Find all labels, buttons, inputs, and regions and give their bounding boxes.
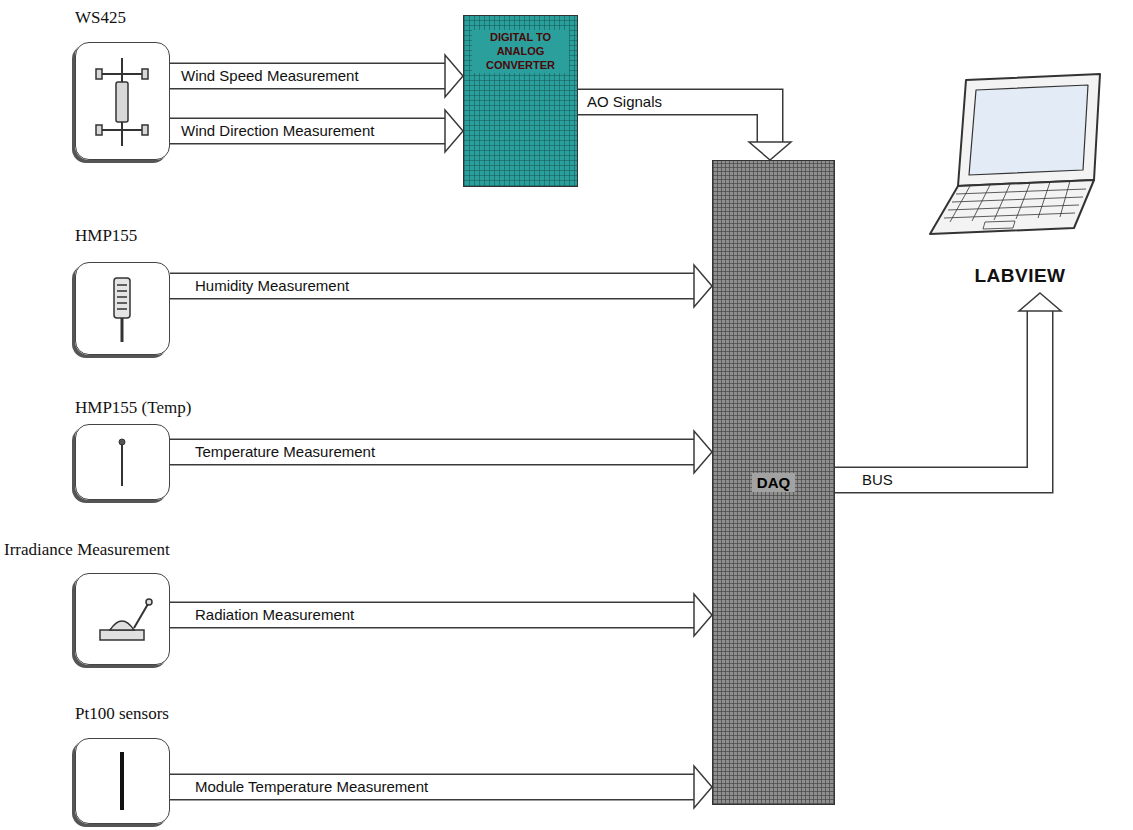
sensor-heading: Pt100 sensors <box>75 704 169 724</box>
pt100-icon <box>122 752 123 810</box>
hollow-arrow <box>835 293 1061 480</box>
hollow-arrow <box>170 594 712 636</box>
sensor-box: Irradiance Measurement <box>4 540 170 665</box>
arrow-outline <box>835 311 1040 480</box>
arrow-outline <box>170 774 694 801</box>
pyranometer-icon <box>100 599 152 640</box>
icon-frame <box>75 738 170 824</box>
arrow-head <box>445 110 463 152</box>
arrow-head <box>445 55 463 97</box>
sensor-box: WS425 <box>75 8 170 160</box>
node-label: LABVIEW <box>974 265 1065 287</box>
sensor-box: Pt100 sensors <box>75 704 170 824</box>
signal-label: Wind Direction Measurement <box>178 122 377 139</box>
sensor-box: HMP155 <box>75 226 170 355</box>
signal-label: Temperature Measurement <box>192 443 378 460</box>
hollow-arrow <box>170 55 463 97</box>
sensor-heading: HMP155 (Temp) <box>75 398 191 418</box>
arrow-head <box>694 594 712 636</box>
daq-box: DAQ <box>712 160 835 805</box>
arrow-head <box>749 142 791 160</box>
signal-label: Module Temperature Measurement <box>192 778 431 795</box>
arrow-outline <box>170 439 694 466</box>
humidity-probe-icon <box>114 278 130 342</box>
signal-label: BUS <box>859 471 896 488</box>
computer-node: LABVIEW <box>930 74 1110 293</box>
arrow-body <box>578 102 770 142</box>
node-label: DIGITAL TO ANALOG CONVERTER <box>472 30 569 73</box>
arrow-body <box>170 64 445 88</box>
arrow-head <box>694 431 712 473</box>
arrow-head <box>694 766 712 808</box>
sensor-heading: WS425 <box>75 8 126 28</box>
sensor-heading: Irradiance Measurement <box>4 540 170 560</box>
arrow-outline <box>578 102 770 142</box>
arrow-body <box>170 274 694 298</box>
arrow-head <box>694 265 712 307</box>
laptop-icon <box>930 74 1100 234</box>
signal-label: Wind Speed Measurement <box>178 67 362 84</box>
icon-frame <box>75 262 170 355</box>
icon-frame <box>75 424 170 500</box>
signal-label: Humidity Measurement <box>192 277 352 294</box>
arrow-body <box>170 119 445 143</box>
signal-label: AO Signals <box>584 93 665 110</box>
arrow-outline <box>170 118 445 145</box>
sensor-box: HMP155 (Temp) <box>75 398 191 500</box>
icon-frame <box>75 42 170 160</box>
sensor-heading: HMP155 <box>75 226 137 246</box>
arrow-body <box>170 440 694 464</box>
converter-box: DIGITAL TO ANALOG CONVERTER <box>463 15 578 187</box>
arrow-outline <box>170 602 694 629</box>
arrow-outline <box>170 273 694 300</box>
arrow-outline <box>170 63 445 90</box>
arrow-head <box>1019 293 1061 311</box>
hollow-arrow <box>578 102 791 160</box>
arrow-body <box>170 775 694 799</box>
hollow-arrow <box>170 431 712 473</box>
arrow-body <box>835 311 1040 480</box>
node-label: DAQ <box>752 473 795 492</box>
hollow-arrow <box>170 265 712 307</box>
temperature-probe-icon <box>119 439 125 486</box>
icon-frame <box>75 573 170 665</box>
hollow-arrow <box>170 110 463 152</box>
hollow-arrow <box>170 766 712 808</box>
signal-label: Radiation Measurement <box>192 606 357 623</box>
arrow-body <box>170 603 694 627</box>
anemometer-icon <box>96 58 148 146</box>
